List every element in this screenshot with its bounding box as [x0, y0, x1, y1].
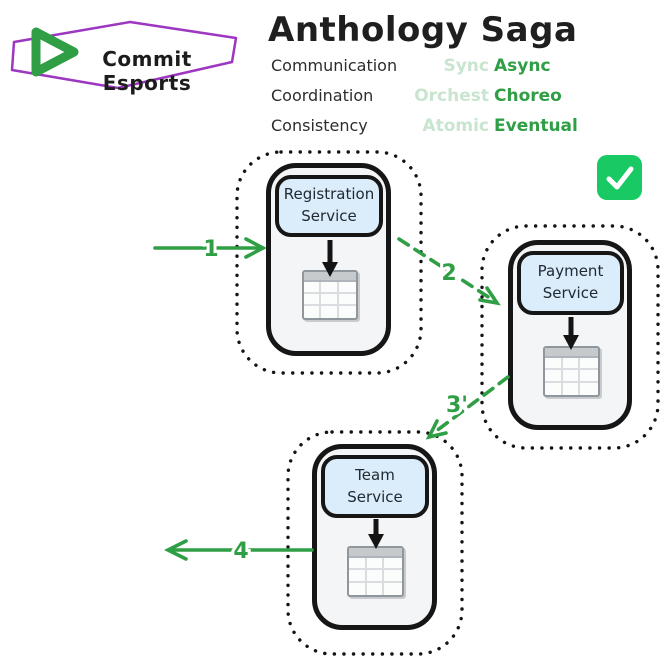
attribute-option-selected: Choreo [494, 86, 562, 106]
table-header [545, 348, 598, 358]
payment-database-icon [543, 346, 600, 397]
logo-hexagon [10, 20, 238, 90]
table-grid [349, 558, 402, 595]
table-grid [545, 358, 598, 395]
registration-service-label-box: Registration Service [275, 175, 383, 237]
registration-service-name: Registration Service [283, 185, 375, 225]
logo-banner-shape [10, 20, 238, 90]
arrow-label-3: 3' [446, 393, 468, 418]
page-title: Anthology Saga [268, 10, 578, 50]
attribute-label: Coordination [271, 86, 374, 105]
registration-database-icon [302, 270, 358, 320]
attribute-row-coordination: Coordination Orchest Choreo [271, 86, 593, 110]
arrow-label-4: 4 [233, 539, 248, 564]
attribute-option-selected: Async [494, 56, 551, 76]
attribute-label: Consistency [271, 116, 368, 135]
logo-text: Commit Esports [102, 47, 192, 95]
team-database-icon [347, 546, 404, 597]
attribute-option-muted: Sync [443, 56, 489, 76]
table-grid [304, 282, 356, 318]
table-header [349, 548, 402, 558]
checkmark-icon [606, 166, 634, 190]
attribute-label: Communication [271, 56, 398, 75]
attribute-row-consistency: Consistency Atomic Eventual [271, 116, 593, 140]
arrow-2 [397, 237, 495, 302]
attribute-option-muted: Atomic [422, 116, 489, 136]
payment-service-label-box: Payment Service [517, 251, 624, 315]
arrow-3 [433, 375, 510, 434]
arrow-2-head [478, 286, 501, 306]
arrow-label-1: 1 [203, 237, 218, 262]
logo-banner: Commit Esports [6, 16, 242, 95]
arrow-4 [163, 539, 314, 561]
table-header [304, 272, 356, 282]
play-icon [31, 27, 79, 77]
success-check-badge [597, 155, 642, 200]
saga-attributes: Communication Sync Async Coordination Or… [271, 56, 593, 146]
team-service-label-box: Team Service [321, 455, 429, 518]
payment-service-name: Payment Service [537, 262, 604, 302]
attribute-option-selected: Eventual [494, 116, 578, 136]
attribute-row-communication: Communication Sync Async [271, 56, 593, 80]
arrow-label-2: 2 [441, 261, 456, 286]
team-service-name: Team Service [347, 465, 403, 506]
attribute-option-muted: Orchest [414, 86, 489, 106]
arrow-1 [153, 237, 267, 259]
arrow-3-head [425, 419, 448, 440]
